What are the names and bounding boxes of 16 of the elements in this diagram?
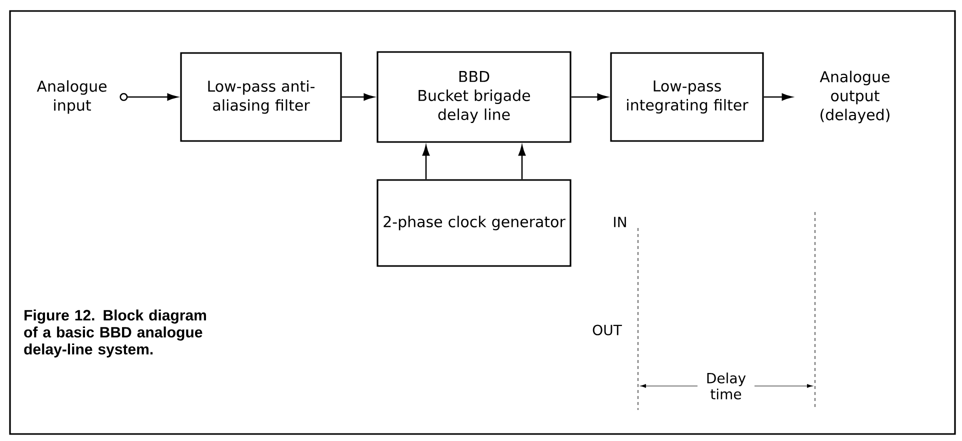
signal-label: OUT (592, 324, 622, 336)
process-box: BBD Bucket brigade delay line (376, 51, 572, 143)
process-box: Low-pass integrating filter (610, 52, 764, 142)
signal-label: IN (614, 216, 626, 228)
arrow (764, 93, 792, 101)
terminal-label: Analogue output (delayed) (820, 70, 890, 124)
arrow (422, 145, 430, 180)
arrow (342, 93, 374, 101)
terminal-label: Analogue input (36, 80, 106, 114)
dimension-label: Delay time (698, 372, 754, 400)
arrow (571, 93, 608, 101)
arrow (518, 145, 526, 180)
arrow (120, 93, 178, 101)
process-box: 2-phase clock generator (376, 179, 572, 267)
figure-caption: Figure 12. Block diagram of a basic BBD analogue delay-line system. (24, 310, 206, 358)
process-box: Low-pass anti-aliasing filter (180, 52, 342, 142)
